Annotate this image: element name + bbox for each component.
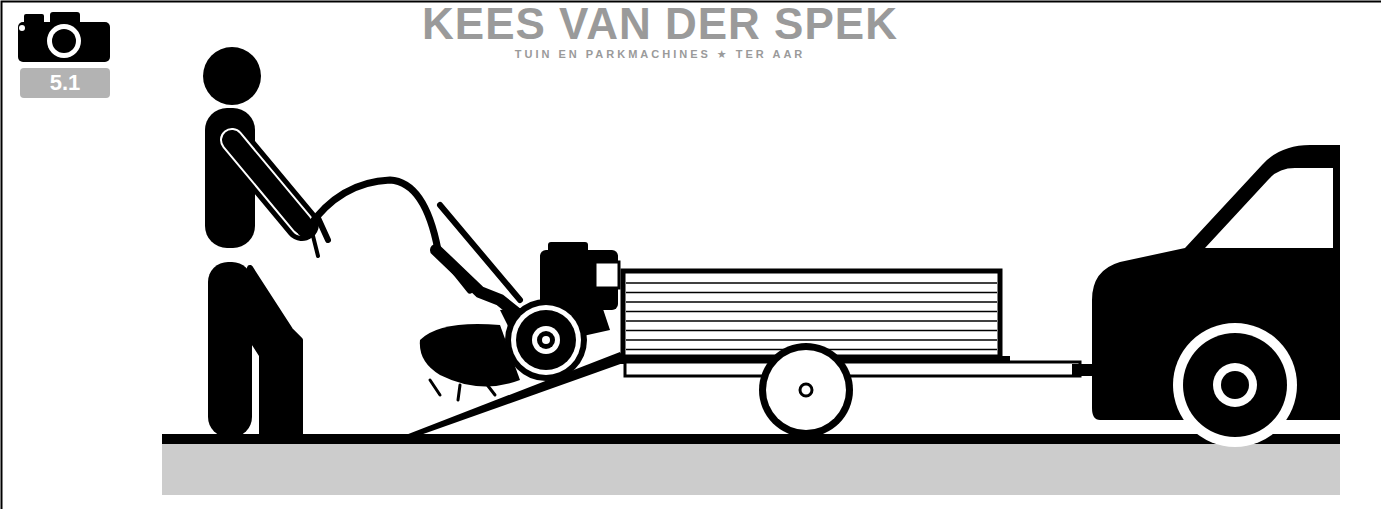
person-figure	[203, 47, 316, 437]
figure-number-badge: 5.1	[20, 68, 110, 98]
trailer	[620, 271, 1094, 437]
camera-icon	[18, 12, 110, 62]
figure-number: 5.1	[50, 70, 81, 96]
van	[1092, 145, 1340, 447]
tiller	[308, 180, 619, 400]
trailer-slat	[626, 320, 997, 322]
trailer-slat	[626, 282, 997, 284]
trailer-slat	[626, 339, 997, 341]
trailer-slat	[626, 330, 997, 332]
trailer-slat	[626, 301, 997, 303]
watermark: TUIN EN PARKMACHINES ★ TER AAR	[515, 48, 806, 60]
trailer-slat	[626, 292, 997, 294]
ground-band	[162, 444, 1340, 495]
trailer-slat	[626, 311, 997, 313]
ground-line	[162, 434, 1340, 444]
watermark: KEES VAN DER SPEK	[422, 0, 898, 48]
